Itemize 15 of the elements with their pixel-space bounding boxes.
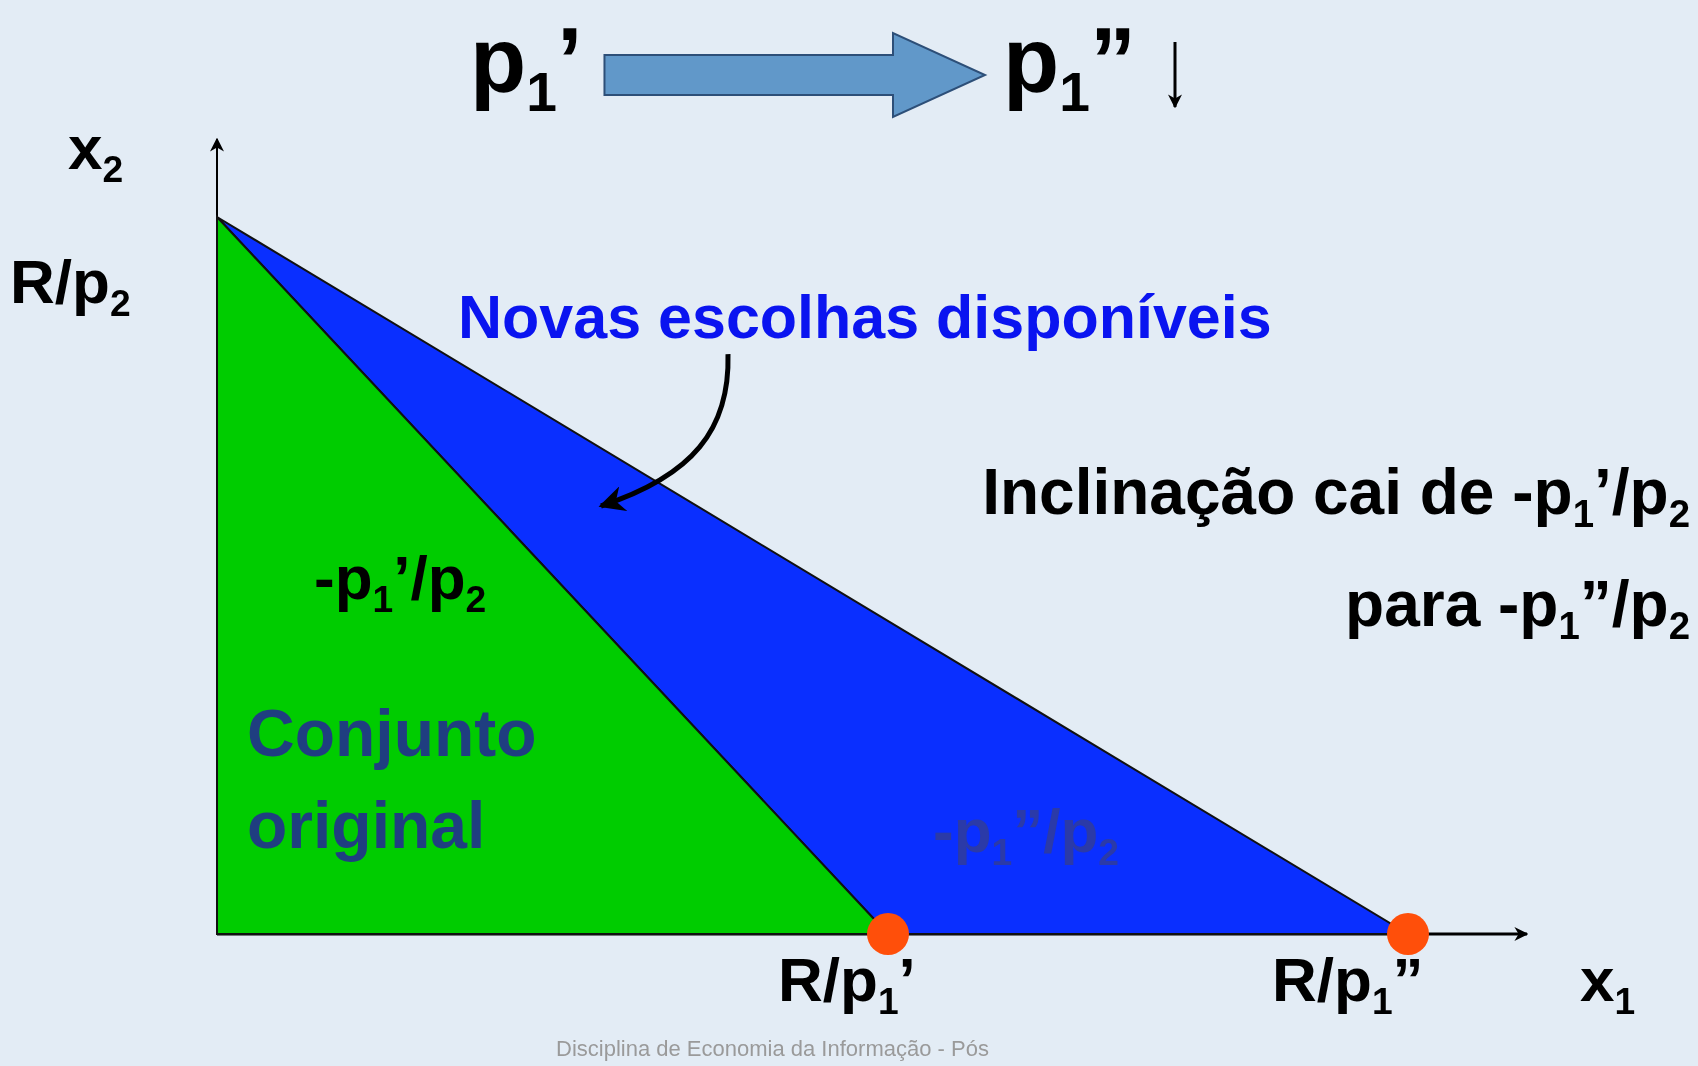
intercept-label: R/p$_{1}$’: [778, 944, 916, 1016]
price-label: p$_{1}$”: [1003, 8, 1136, 114]
region-label: Conjunto original: [247, 695, 538, 864]
slope-label: -p$_{1}$”/p$_{2}$: [933, 795, 1119, 867]
axis-label: x$_{2}$: [68, 112, 124, 184]
slope-change-note: Inclinação cai de -p$_{1}$’/p$_{2}$ para -p$_{1}$”/p$_{2}$: [981, 455, 1690, 650]
slope-label: -p$_{1}$’/p$_{2}$: [314, 542, 487, 614]
leader-arrow: [598, 354, 731, 511]
footer-text: Disciplina de Economia da Informação - Pós: [556, 1036, 989, 1062]
axis-label: x$_{1}$: [1580, 944, 1636, 1016]
price-label: p$_{1}$’: [470, 8, 583, 114]
block-arrow: [603, 31, 988, 119]
intercept-label: R/p$_{2}$: [10, 246, 131, 318]
intercept-label: R/p$_{1}$”: [1272, 944, 1424, 1016]
region-label: Novas escolhas disponíveis: [458, 282, 1272, 353]
